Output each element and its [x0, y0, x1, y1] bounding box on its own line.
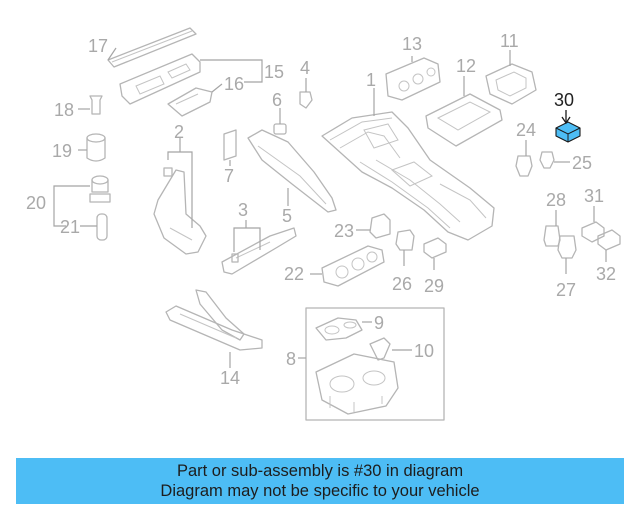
label-8[interactable]: 8: [286, 349, 296, 369]
label-30[interactable]: 30: [554, 90, 574, 110]
label-10[interactable]: 10: [414, 341, 434, 361]
part-12-tray: [425, 76, 503, 147]
part-24-switch: [515, 140, 533, 177]
label-19[interactable]: 19: [52, 141, 72, 161]
part-6-clip: [273, 108, 287, 135]
part-7-plate: [223, 129, 237, 166]
part-21-lamp: [80, 213, 108, 241]
part-2-side-panel: [153, 138, 207, 255]
label-26[interactable]: 26: [392, 274, 412, 294]
part-25-switch: [539, 151, 570, 169]
part-29-switch: [423, 237, 447, 270]
part-9-insert: [315, 317, 372, 341]
label-23[interactable]: 23: [334, 221, 354, 241]
label-9[interactable]: 9: [374, 313, 384, 333]
label-15[interactable]: 15: [264, 62, 284, 82]
label-27[interactable]: 27: [556, 280, 576, 300]
part-30-highlighted[interactable]: [555, 110, 581, 143]
label-18[interactable]: 18: [54, 100, 74, 120]
part-31-switch: [581, 206, 605, 243]
label-1[interactable]: 1: [366, 70, 376, 90]
label-25[interactable]: 25: [572, 153, 592, 173]
label-24[interactable]: 24: [516, 120, 536, 140]
caption-line-1: Part or sub-assembly is #30 in diagram: [176, 462, 464, 480]
part-20-socket-assembly: [53, 175, 111, 227]
label-32[interactable]: 32: [596, 264, 616, 284]
label-4[interactable]: 4: [300, 58, 310, 78]
part-15-bracket: [119, 53, 263, 105]
label-22[interactable]: 22: [284, 264, 304, 284]
label-20[interactable]: 20: [26, 193, 46, 213]
label-2[interactable]: 2: [174, 122, 184, 142]
caption-banner: Part or sub-assembly is #30 in diagram D…: [16, 458, 624, 504]
label-31[interactable]: 31: [584, 186, 604, 206]
label-21[interactable]: 21: [60, 217, 80, 237]
label-29[interactable]: 29: [424, 276, 444, 296]
part-16-bracket: [167, 83, 223, 117]
parts-diagram: 17 15 16 4 6 18 19: [26, 27, 621, 421]
part-22-control-panel: [310, 245, 385, 287]
part-27-switch: [557, 235, 577, 274]
part-26-switch: [395, 229, 415, 266]
part-4-clip: [299, 78, 313, 109]
part-10-insert: [369, 337, 412, 361]
part-14-air-duct: [165, 289, 263, 368]
label-3[interactable]: 3: [238, 200, 248, 220]
part-28-switch: [543, 210, 561, 247]
part-1-center-console: [321, 88, 495, 241]
part-23-switch: [356, 213, 391, 239]
label-28[interactable]: 28: [546, 190, 566, 210]
label-16[interactable]: 16: [224, 74, 244, 94]
part-32-switch: [597, 229, 621, 262]
part-8-cupholder-box: [298, 307, 445, 421]
label-13[interactable]: 13: [402, 34, 422, 54]
label-17[interactable]: 17: [88, 36, 108, 56]
cupholder-base: [315, 353, 399, 415]
label-6[interactable]: 6: [272, 90, 282, 110]
part-13-switch-panel: [385, 56, 441, 101]
label-7[interactable]: 7: [224, 166, 234, 186]
part-19-socket: [78, 133, 106, 162]
part-17-trim-strip: [107, 27, 197, 68]
part-18-push-pin: [78, 95, 103, 115]
part-11-shift-bezel: [485, 50, 537, 105]
part-5-console-trim: [247, 129, 337, 213]
label-5[interactable]: 5: [282, 206, 292, 226]
label-12[interactable]: 12: [456, 56, 476, 76]
label-11[interactable]: 11: [500, 31, 519, 51]
label-14[interactable]: 14: [220, 368, 240, 388]
part-3-bracket: [221, 220, 297, 275]
caption-line-2: Diagram may not be specific to your vehi…: [160, 482, 480, 500]
